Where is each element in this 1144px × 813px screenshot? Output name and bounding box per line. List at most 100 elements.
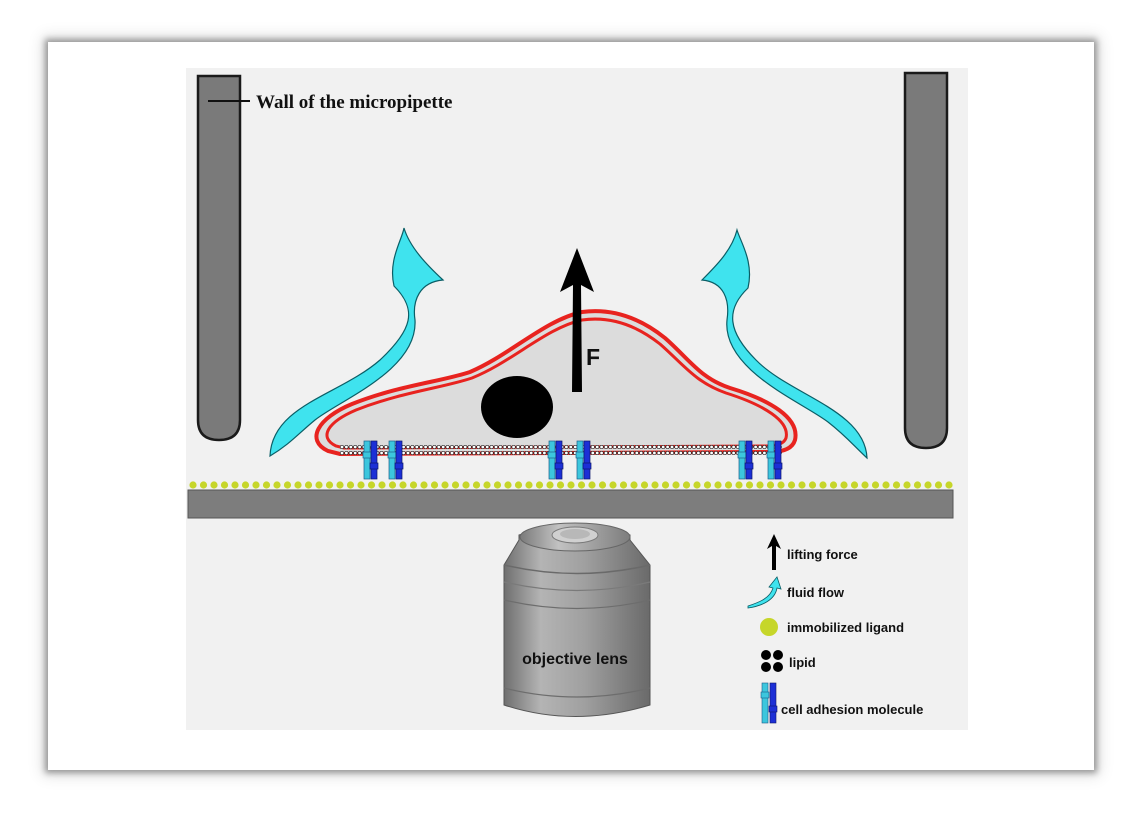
lipid-head — [471, 444, 476, 449]
cell-membrane-inner — [325, 317, 788, 450]
ligand-dot — [472, 481, 481, 489]
lipid-head — [507, 444, 512, 449]
lipid-head — [731, 450, 736, 455]
adhesion-molecule — [547, 440, 564, 480]
lipid-head — [678, 444, 683, 449]
lipid-head — [502, 444, 507, 449]
ligand-dot — [913, 481, 922, 489]
lipid-head — [753, 450, 758, 455]
ligand-dot — [252, 481, 260, 489]
lipid-head — [344, 450, 349, 455]
lipid-head — [661, 444, 666, 449]
ligand-dot — [273, 481, 281, 489]
lipid-head — [476, 444, 481, 449]
lipid-head — [344, 444, 349, 449]
ligand-dot — [609, 481, 617, 489]
lipid-head — [419, 450, 424, 455]
lipid-head — [467, 450, 472, 455]
micropipette-wall-left — [196, 74, 242, 442]
legend-fluid-flow-label: fluid flow — [787, 585, 845, 600]
lipid-head — [511, 444, 516, 449]
lipid-head — [603, 444, 608, 449]
lipid-head — [432, 444, 437, 449]
ligand-dot — [661, 481, 670, 489]
lipid-head — [700, 444, 705, 449]
cell-adhesion-molecules — [362, 440, 783, 480]
lipid-head — [454, 444, 459, 449]
ligand-dot — [304, 481, 313, 489]
lipid-head — [713, 444, 718, 449]
lipid-head — [705, 444, 710, 449]
lipid-head — [445, 450, 450, 455]
lipid-head — [678, 450, 683, 455]
lipid-head — [762, 450, 767, 455]
lipid-head — [493, 444, 498, 449]
lipid-head — [480, 444, 485, 449]
ligand-dot — [934, 481, 943, 489]
lipid-head — [485, 450, 490, 455]
lipid-head — [419, 444, 424, 449]
ligand-dot — [640, 481, 649, 489]
lipid-head — [537, 450, 542, 455]
ligand-dot — [220, 481, 229, 489]
lipid-head — [498, 444, 503, 449]
legend-lipid-icon — [761, 650, 783, 672]
lipid-head — [542, 444, 547, 449]
lipid-head — [757, 444, 762, 449]
legend-cell-adhesion-molecule: cell adhesion molecule — [760, 682, 923, 724]
ligand-dot — [241, 481, 250, 489]
lipid-head — [489, 444, 494, 449]
lipid-head — [445, 444, 450, 449]
ligand-dot — [535, 481, 544, 489]
fluid-flow-arrow-left — [269, 227, 445, 458]
lipid-head — [656, 450, 661, 455]
ligand-dot — [210, 481, 218, 489]
ligand-dot — [756, 481, 764, 489]
legend-ligand-icon — [760, 618, 778, 636]
ligand-dot — [798, 481, 806, 489]
lipid-head — [608, 444, 613, 449]
legend-adhesion-icon — [760, 682, 778, 724]
lipid-head — [617, 450, 622, 455]
ligand-dot — [367, 481, 376, 489]
cell — [314, 309, 798, 457]
lipid-head — [533, 444, 538, 449]
lipid-head — [449, 444, 454, 449]
lipid-head — [687, 444, 692, 449]
fluid-flow-arrow-right — [700, 227, 868, 460]
ligand-dot — [861, 481, 869, 489]
lipid-head — [696, 450, 701, 455]
lipid-head — [639, 444, 644, 449]
lipid-head — [683, 450, 688, 455]
ligand-dot — [189, 481, 197, 489]
lipid-head — [700, 450, 705, 455]
lipid-head — [634, 450, 639, 455]
micropipette-wall-right — [903, 71, 949, 450]
ligand-dot — [892, 481, 901, 489]
lipid-head — [669, 444, 674, 449]
objective-lens-label: objective lens — [522, 651, 628, 668]
lipid-head — [573, 444, 578, 449]
lipid-head — [489, 450, 494, 455]
ligand-dot — [682, 481, 691, 489]
ligand-dot — [808, 481, 817, 489]
lipid-head — [652, 444, 657, 449]
lipid-head — [630, 444, 635, 449]
lipid-head — [568, 450, 573, 455]
lipid-head — [520, 444, 525, 449]
ligand-dot — [598, 481, 607, 489]
ligand-dot — [630, 481, 638, 489]
lipid-head — [722, 444, 727, 449]
ligand-dot — [357, 481, 365, 489]
ligand-dot — [315, 481, 323, 489]
lipid-head — [353, 444, 358, 449]
lipid-head — [348, 444, 353, 449]
legend-lifting-force: lifting force — [767, 534, 858, 570]
lipid-head — [383, 450, 388, 455]
lipid-head — [661, 450, 666, 455]
lipid-head — [520, 450, 525, 455]
lipid-head — [696, 444, 701, 449]
lipid-head — [463, 450, 468, 455]
ligand-dot — [672, 481, 680, 489]
ligand-dot — [871, 481, 880, 489]
